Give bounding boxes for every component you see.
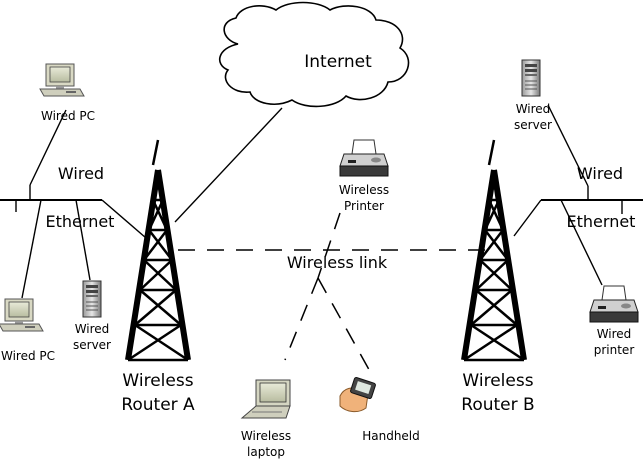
router-b-label-line1: Wireless xyxy=(462,371,533,391)
wired-connections xyxy=(0,104,643,299)
wired-pc-top-icon xyxy=(39,63,85,97)
laptop-icon xyxy=(240,379,291,419)
wireless-laptop-label-line1: Wireless xyxy=(241,429,291,443)
wired-pc-bottom-icon xyxy=(0,298,44,332)
handheld-label: Handheld xyxy=(362,429,420,443)
wireless-printer-icon xyxy=(339,139,389,177)
right-server-icon xyxy=(521,59,541,97)
wireless-laptop-label-line2: laptop xyxy=(247,445,285,459)
right-wired-label: Wired xyxy=(577,164,623,183)
right-ethernet-label: Ethernet xyxy=(567,212,636,231)
wired-pc-top-label: Wired PC xyxy=(41,109,95,123)
left-wired-label: Wired xyxy=(58,164,104,183)
wireless-printer-label-line1: Wireless xyxy=(339,183,389,197)
right-server-label-line2: server xyxy=(514,118,552,132)
left-server-icon xyxy=(82,280,102,318)
router-a-label-line2: Router A xyxy=(121,395,195,415)
wired-printer-label-line2: printer xyxy=(594,343,635,357)
router-b-label-line2: Router B xyxy=(461,395,534,415)
internet-cloud xyxy=(218,1,410,108)
router-a-label-line1: Wireless xyxy=(122,371,193,391)
right-server-label-line1: Wired xyxy=(516,102,551,116)
internet-label: Internet xyxy=(304,52,372,72)
handheld-icon xyxy=(339,377,376,413)
wired-printer-icon xyxy=(589,285,639,323)
wireless-printer-label-line2: Printer xyxy=(344,199,384,213)
left-ethernet-label: Ethernet xyxy=(46,212,115,231)
left-server-label-line2: server xyxy=(73,338,111,352)
wireless-links xyxy=(178,212,488,376)
left-server-label-line1: Wired xyxy=(75,322,110,336)
wired-pc-bottom-label: Wired PC xyxy=(1,349,55,363)
wired-printer-label-line1: Wired xyxy=(597,327,632,341)
wireless-link-label: Wireless link xyxy=(287,253,388,272)
